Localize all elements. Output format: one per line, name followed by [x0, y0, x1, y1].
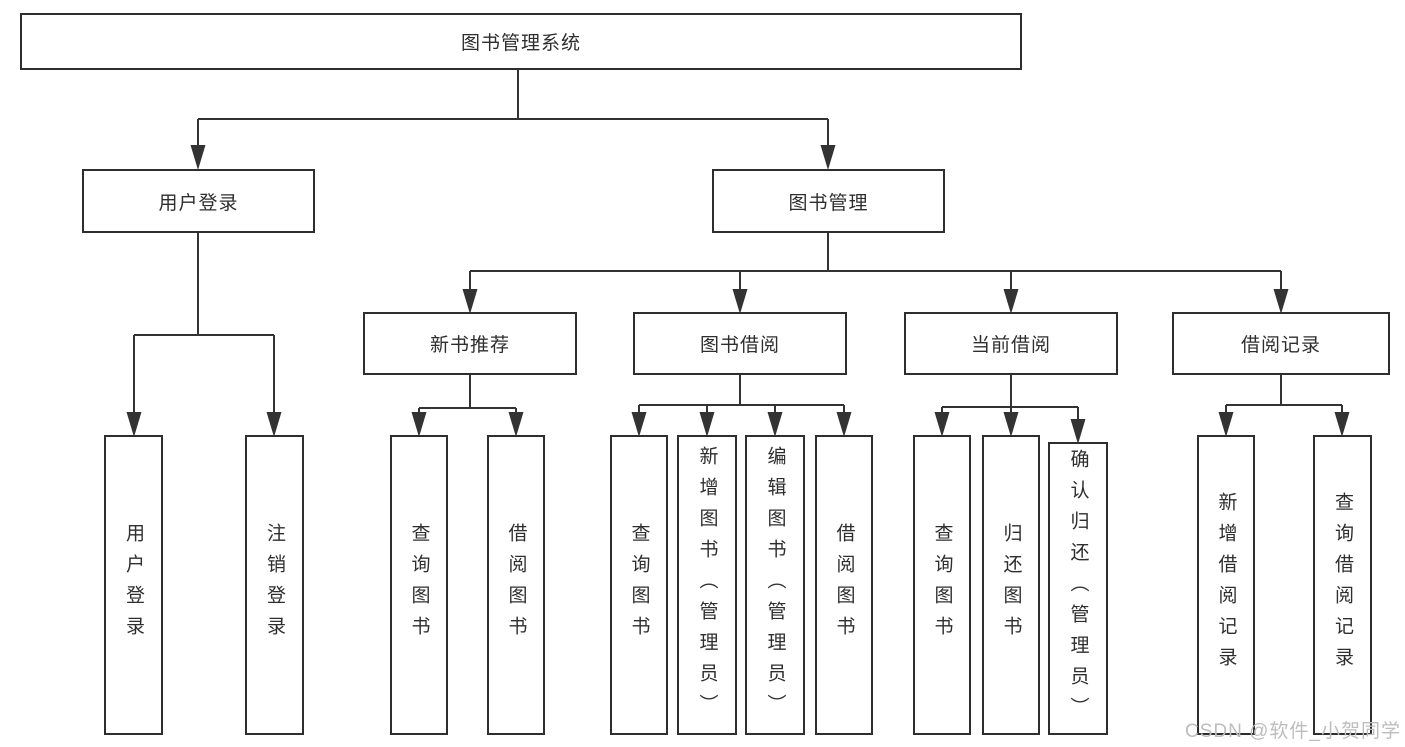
leaf-logout: 注销登录	[245, 435, 304, 735]
leaf-recommend-borrow-book: 借阅图书	[487, 435, 545, 735]
watermark: CSDN @软件_小贺同学	[1185, 721, 1401, 742]
leaf-add-book-admin: 新增图书（管理员）	[677, 435, 737, 735]
node-borrow-record: 借阅记录	[1172, 312, 1390, 375]
node-user-login: 用户登录	[82, 169, 315, 233]
leaf-query-borrow-record: 查询借阅记录	[1313, 435, 1372, 735]
leaf-borrow-query-book: 查询图书	[610, 435, 668, 735]
leaf-edit-book-admin: 编辑图书（管理员）	[745, 435, 805, 735]
leaf-recommend-query-book: 查询图书	[390, 435, 448, 735]
leaf-add-borrow-record: 新增借阅记录	[1197, 435, 1255, 735]
node-new-book-recommend: 新书推荐	[363, 312, 577, 375]
node-current-borrow: 当前借阅	[904, 312, 1118, 375]
leaf-return-book: 归还图书	[982, 435, 1040, 735]
node-book-management: 图书管理	[712, 169, 945, 233]
leaf-current-query-book: 查询图书	[913, 435, 971, 735]
leaf-user-login: 用户登录	[104, 435, 163, 735]
leaf-confirm-return-admin: 确认归还（管理员）	[1048, 442, 1108, 735]
node-book-borrow: 图书借阅	[633, 312, 847, 375]
node-root-system: 图书管理系统	[20, 13, 1022, 70]
leaf-borrow-book: 借阅图书	[815, 435, 873, 735]
